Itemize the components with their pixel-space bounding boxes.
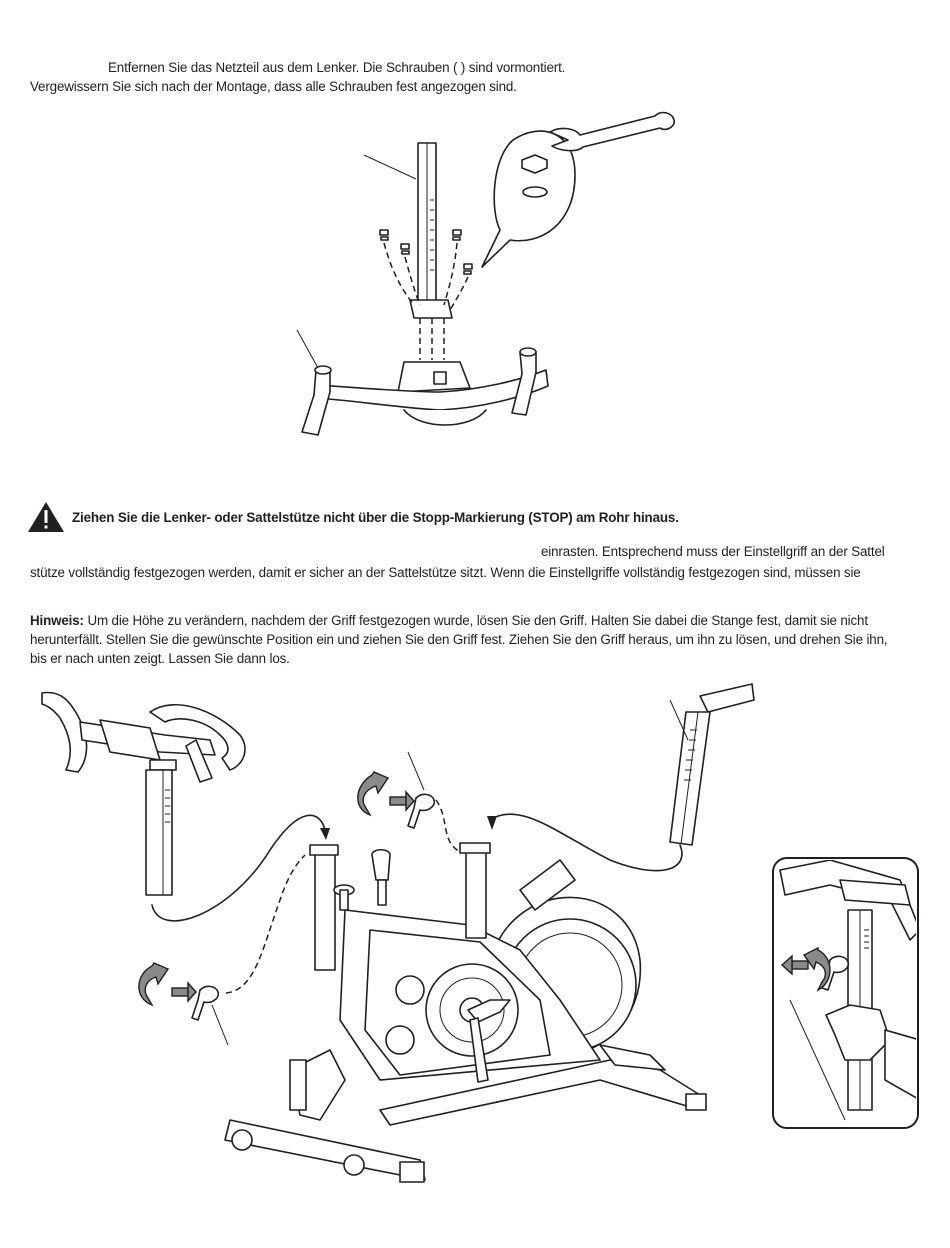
note-line-3: bis er nach unten zeigt. Lassen Sie dann… bbox=[30, 651, 290, 666]
intro-line-2: Vergewissern Sie sich nach der Montage, … bbox=[30, 79, 517, 94]
rotate-arrow-bottom bbox=[138, 962, 220, 1021]
instructions-line-1: einrasten. Entsprechend muss der Einstel… bbox=[541, 544, 885, 559]
warning-text: Ziehen Sie die Lenker- oder Sattelstütze… bbox=[72, 510, 679, 525]
note-label: Hinweis: bbox=[30, 613, 84, 628]
intro-line-1: Entfernen Sie das Netzteil aus dem Lenke… bbox=[108, 60, 566, 75]
seat-post-part bbox=[669, 683, 755, 846]
note-line-1: Hinweis: Um die Höhe zu verändern, nachd… bbox=[30, 611, 868, 630]
bike-frame bbox=[224, 842, 707, 1183]
handlebar-part bbox=[41, 691, 246, 896]
note-text-1: Um die Höhe zu verändern, nachdem der Gr… bbox=[87, 613, 868, 628]
instructions-line-2: stütze vollständig festgezogen werden, d… bbox=[30, 565, 861, 580]
note-line-2: herunterfällt. Stellen Sie die gewünscht… bbox=[30, 632, 888, 647]
rotate-arrow-top bbox=[357, 771, 436, 829]
